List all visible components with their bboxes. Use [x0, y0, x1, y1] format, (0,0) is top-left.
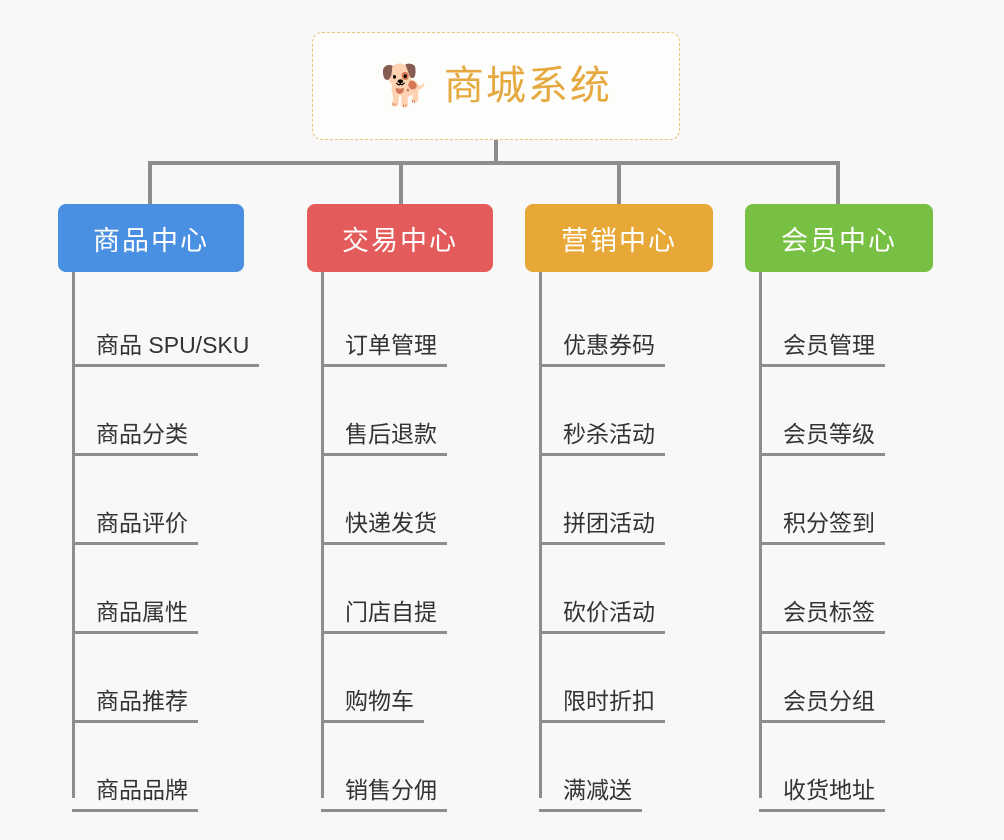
leaf-label: 会员管理	[759, 332, 885, 367]
branch-header-trade-center[interactable]: 交易中心	[307, 204, 493, 272]
list-item[interactable]: 门店自提	[321, 545, 493, 634]
leaf-list-member-center: 会员管理 会员等级 积分签到 会员标签 会员分组 收货地址	[745, 272, 933, 812]
branch-column-member-center: 会员中心 会员管理 会员等级 积分签到 会员标签 会员分组 收货地址	[745, 204, 933, 812]
leaf-label: 商品评价	[72, 510, 198, 545]
branch-drop-connector-2	[399, 161, 403, 206]
leaf-label: 收货地址	[759, 777, 885, 812]
leaf-label: 会员标签	[759, 599, 885, 634]
list-item[interactable]: 购物车	[321, 634, 493, 723]
leaf-label: 满减送	[539, 777, 642, 812]
list-item[interactable]: 订单管理	[321, 278, 493, 367]
branch-column-trade-center: 交易中心 订单管理 售后退款 快递发货 门店自提 购物车 销售分佣	[307, 204, 493, 812]
branch-header-label: 交易中心	[342, 225, 458, 256]
list-item[interactable]: 收货地址	[759, 723, 933, 812]
list-item[interactable]: 销售分佣	[321, 723, 493, 812]
list-item[interactable]: 会员等级	[759, 367, 933, 456]
list-item[interactable]: 秒杀活动	[539, 367, 713, 456]
leaf-label: 商品属性	[72, 599, 198, 634]
branch-header-label: 会员中心	[781, 225, 897, 256]
trunk-connector	[321, 272, 324, 798]
trunk-connector	[72, 272, 75, 798]
branch-header-label: 商品中心	[93, 225, 209, 256]
list-item[interactable]: 商品分类	[72, 367, 244, 456]
leaf-list-product-center: 商品 SPU/SKU 商品分类 商品评价 商品属性 商品推荐 商品品牌	[58, 272, 260, 812]
leaf-label: 秒杀活动	[539, 421, 665, 456]
root-node[interactable]: 🐕 商城系统	[312, 32, 680, 140]
leaf-label: 优惠券码	[539, 332, 665, 367]
list-item[interactable]: 快递发货	[321, 456, 493, 545]
leaf-list-marketing-center: 优惠券码 秒杀活动 拼团活动 砍价活动 限时折扣 满减送	[525, 272, 713, 812]
leaf-label: 商品 SPU/SKU	[72, 332, 260, 367]
leaf-list-trade-center: 订单管理 售后退款 快递发货 门店自提 购物车 销售分佣	[307, 272, 493, 812]
list-item[interactable]: 限时折扣	[539, 634, 713, 723]
list-item[interactable]: 商品 SPU/SKU	[72, 278, 260, 367]
list-item[interactable]: 商品评价	[72, 456, 244, 545]
list-item[interactable]: 商品属性	[72, 545, 244, 634]
leaf-label: 订单管理	[321, 332, 447, 367]
list-item[interactable]: 拼团活动	[539, 456, 713, 545]
trunk-connector	[759, 272, 762, 798]
list-item[interactable]: 积分签到	[759, 456, 933, 545]
leaf-label: 限时折扣	[539, 688, 665, 723]
leaf-label: 商品分类	[72, 421, 198, 456]
list-item[interactable]: 会员分组	[759, 634, 933, 723]
branch-header-marketing-center[interactable]: 营销中心	[525, 204, 713, 272]
trunk-connector	[539, 272, 542, 798]
list-item[interactable]: 售后退款	[321, 367, 493, 456]
branch-drop-connector-3	[617, 161, 621, 206]
leaf-label: 会员等级	[759, 421, 885, 456]
leaf-label: 会员分组	[759, 688, 885, 723]
list-item[interactable]: 会员管理	[759, 278, 933, 367]
leaf-label: 销售分佣	[321, 777, 447, 812]
branch-header-label: 营销中心	[561, 225, 677, 256]
root-title: 商城系统	[443, 64, 612, 108]
shiba-dog-icon: 🐕	[380, 64, 430, 108]
branch-header-member-center[interactable]: 会员中心	[745, 204, 933, 272]
list-item[interactable]: 商品品牌	[72, 723, 244, 812]
branch-column-product-center: 商品中心 商品 SPU/SKU 商品分类 商品评价 商品属性 商品推荐 商品品牌	[58, 204, 260, 812]
list-item[interactable]: 满减送	[539, 723, 713, 812]
leaf-label: 商品推荐	[72, 688, 198, 723]
branch-header-product-center[interactable]: 商品中心	[58, 204, 244, 272]
leaf-label: 商品品牌	[72, 777, 198, 812]
leaf-label: 购物车	[321, 688, 424, 723]
branch-drop-connector-1	[148, 161, 152, 206]
leaf-label: 积分签到	[759, 510, 885, 545]
leaf-label: 砍价活动	[539, 599, 665, 634]
branch-bus-connector	[150, 161, 838, 165]
leaf-label: 售后退款	[321, 421, 447, 456]
list-item[interactable]: 砍价活动	[539, 545, 713, 634]
leaf-label: 拼团活动	[539, 510, 665, 545]
root-stem-connector	[494, 140, 498, 165]
leaf-label: 门店自提	[321, 599, 447, 634]
list-item[interactable]: 优惠券码	[539, 278, 713, 367]
branch-drop-connector-4	[836, 161, 840, 206]
branch-column-marketing-center: 营销中心 优惠券码 秒杀活动 拼团活动 砍价活动 限时折扣 满减送	[525, 204, 713, 812]
list-item[interactable]: 商品推荐	[72, 634, 244, 723]
list-item[interactable]: 会员标签	[759, 545, 933, 634]
leaf-label: 快递发货	[321, 510, 447, 545]
